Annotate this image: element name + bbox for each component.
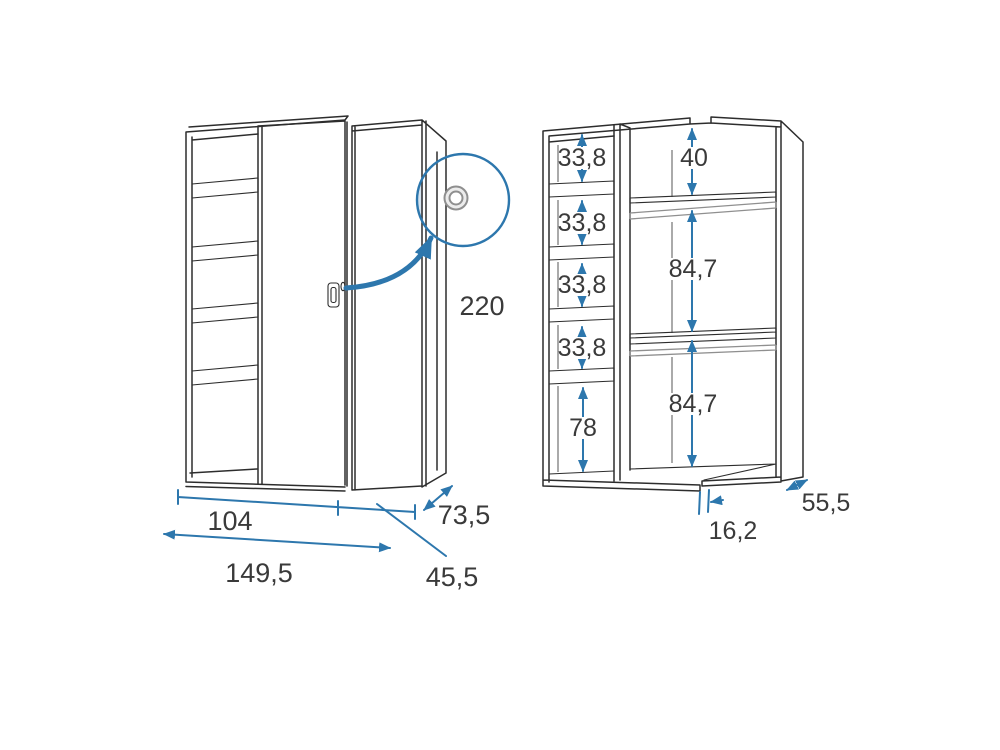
label-bg xyxy=(679,147,710,169)
front-view: 220 104 73,5 149,5 45,5 xyxy=(163,115,511,592)
center-partition xyxy=(613,123,631,482)
label-bg xyxy=(566,417,600,439)
label-bg xyxy=(559,274,606,296)
detail-magnifier-circle xyxy=(415,152,511,248)
interior-view: 33,8 33,8 33,8 33,8 40 84,7 84,7 78 16,2… xyxy=(542,116,851,545)
detail-curved-arrow-icon xyxy=(343,235,434,291)
dim-label-shelf-gap-4: 33,8 xyxy=(558,334,607,362)
dim-label-shelf-gap-3: 33,8 xyxy=(558,271,607,299)
dim-arrow-total-width xyxy=(163,529,391,553)
dim-label-module-width: 104 xyxy=(207,506,252,536)
hanging-section-shelves xyxy=(629,191,777,481)
dim-label-bottom-gap: 78 xyxy=(569,414,597,442)
door-handle xyxy=(327,282,340,308)
label-bg xyxy=(559,147,606,169)
dim-line-width xyxy=(177,489,416,520)
label-bg xyxy=(668,393,719,415)
dim-label-total-width: 149,5 xyxy=(225,558,293,588)
side-module-frame xyxy=(351,119,447,491)
dim-label-height: 220 xyxy=(459,291,504,321)
dim-label-depth: 73,5 xyxy=(438,500,491,530)
door-handle-recess xyxy=(330,286,337,304)
dim-arrow-depth xyxy=(423,485,453,511)
label-bg xyxy=(668,258,719,280)
hanging-rails xyxy=(629,201,777,357)
dim-label-side-width: 45,5 xyxy=(426,562,479,592)
front-module-frame xyxy=(185,115,349,492)
label-bg xyxy=(559,212,606,234)
dim-leader-side-width xyxy=(376,503,447,557)
sliding-door xyxy=(257,120,348,487)
dim-label-shelf-gap-2: 33,8 xyxy=(558,209,607,237)
dim-ticks-base-depth xyxy=(698,489,710,515)
dim-label-hanging-gap-1: 84,7 xyxy=(669,255,718,283)
dim-label-base-depth: 16,2 xyxy=(709,517,758,545)
dim-arrow-depth xyxy=(786,479,808,491)
dim-label-top-gap: 40 xyxy=(680,144,708,172)
front-shelves xyxy=(191,177,259,386)
dim-leader-base-depth xyxy=(710,495,724,506)
label-bg xyxy=(559,337,606,359)
dim-label-hanging-gap-2: 84,7 xyxy=(669,390,718,418)
roller-icon-center xyxy=(448,190,464,206)
dim-label-shelf-gap-1: 33,8 xyxy=(558,144,607,172)
dim-label-depth: 55,5 xyxy=(802,489,851,517)
